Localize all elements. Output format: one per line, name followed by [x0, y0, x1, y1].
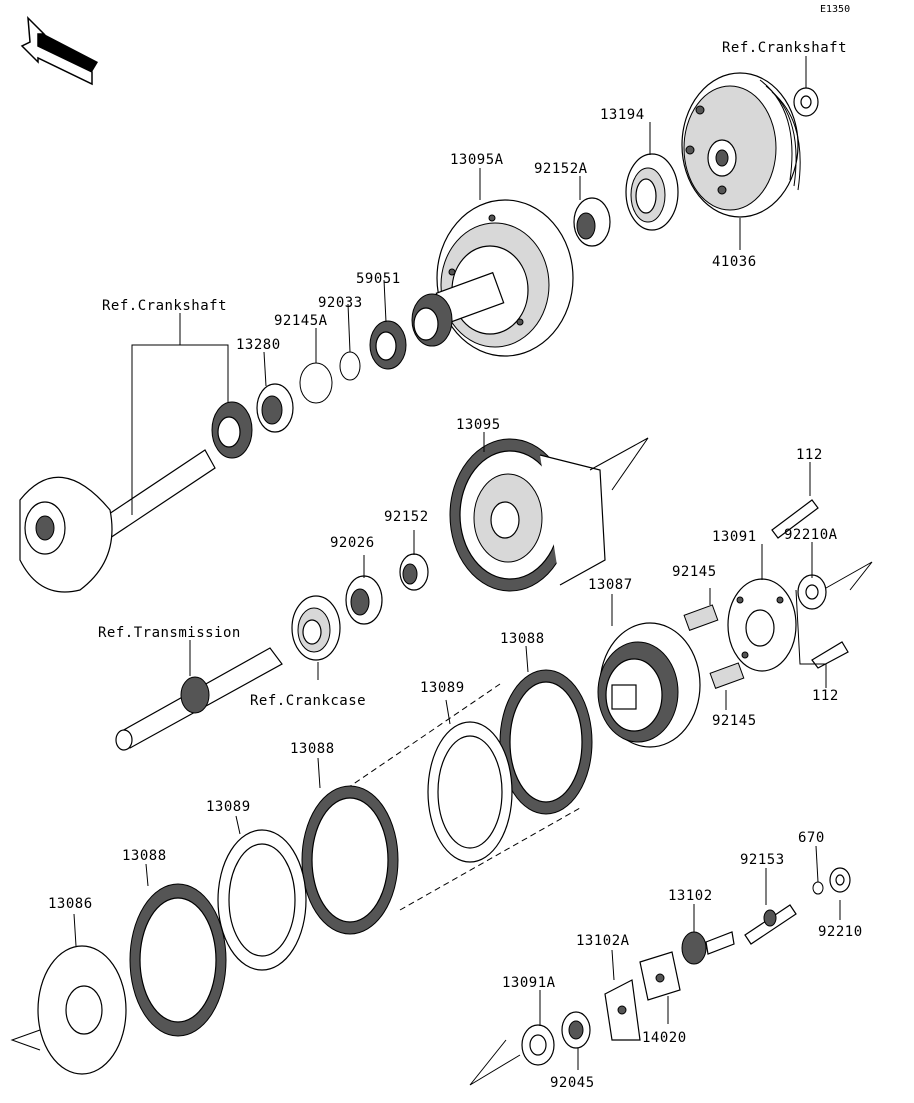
label-ref-crankshaft-left: Ref.Crankshaft: [102, 298, 227, 314]
label-92145A: 92145A: [274, 313, 328, 329]
part-13091A: [469, 1024, 555, 1086]
part-13095A: [435, 199, 574, 357]
part-gear-13095A: [411, 293, 453, 347]
part-crankshaft: [19, 449, 216, 593]
part-92145-bottom-spring: [709, 662, 745, 689]
plate-alignment-lines: [329, 683, 581, 911]
part-92145-top-spring: [683, 604, 719, 631]
part-13087: [597, 622, 701, 748]
part-transmission-shaft: [115, 647, 283, 751]
part-92026: [345, 575, 383, 625]
label-92026: 92026: [330, 535, 375, 551]
part-13086: [10, 945, 127, 1075]
part-92145A: [299, 362, 333, 404]
part-92152A: [573, 197, 611, 247]
label-92152A: 92152A: [534, 161, 588, 177]
part-13088-mid: [499, 669, 593, 815]
part-92153: [744, 904, 797, 945]
part-92152: [399, 553, 429, 591]
part-nut-crankshaft: [793, 87, 819, 117]
label-13095: 13095: [456, 417, 501, 433]
label-92210A: 92210A: [784, 527, 838, 543]
label-13089-left: 13089: [206, 799, 251, 815]
part-92033: [339, 351, 361, 381]
label-13091A: 13091A: [502, 975, 556, 991]
front-arrow-icon: FRONT: [20, 16, 98, 86]
part-13194: [625, 153, 679, 231]
part-13088-left: [301, 785, 399, 935]
label-13280: 13280: [236, 337, 281, 353]
label-92153: 92153: [740, 852, 785, 868]
label-ref-crankcase: Ref.Crankcase: [250, 693, 366, 709]
label-13088-left: 13088: [290, 741, 335, 757]
label-13194: 13194: [600, 107, 645, 123]
part-13091: [727, 578, 797, 672]
label-13102A: 13102A: [576, 933, 630, 949]
label-13089-mid: 13089: [420, 680, 465, 696]
label-92210: 92210: [818, 924, 863, 940]
label-13088-far: 13088: [122, 848, 167, 864]
label-13087: 13087: [588, 577, 633, 593]
label-ref-crankshaft-top: Ref.Crankshaft: [722, 40, 847, 56]
label-13086: 13086: [48, 896, 93, 912]
label-92152: 92152: [384, 509, 429, 525]
leader-lines: [73, 56, 841, 1070]
part-13280: [256, 383, 294, 433]
label-13095A: 13095A: [450, 152, 504, 168]
label-41036: 41036: [712, 254, 757, 270]
part-41036: [681, 72, 801, 218]
part-13102A: [604, 979, 641, 1041]
label-92145-bottom: 92145: [712, 713, 757, 729]
label-14020: 14020: [642, 1030, 687, 1046]
label-59051: 59051: [356, 271, 401, 287]
label-112-bottom: 112: [812, 688, 839, 704]
part-112-bottom-bolt: [811, 641, 849, 669]
label-13102: 13102: [668, 888, 713, 904]
part-670: [812, 881, 824, 895]
part-112-top-bolt: [771, 499, 819, 539]
label-13088-mid: 13088: [500, 631, 545, 647]
label-92145-top: 92145: [672, 564, 717, 580]
part-92210A: [797, 561, 873, 610]
part-13095: [449, 437, 649, 592]
label-13091: 13091: [712, 529, 757, 545]
part-92210: [829, 867, 851, 893]
label-92045: 92045: [550, 1075, 595, 1091]
part-13089-mid: [427, 721, 513, 863]
label-ref-transmission: Ref.Transmission: [98, 625, 241, 641]
diagram-code: E1350: [820, 4, 850, 15]
part-13102: [681, 931, 735, 965]
part-92045: [561, 1011, 591, 1049]
part-13089-left: [217, 829, 307, 971]
label-670: 670: [798, 830, 825, 846]
part-59051: [369, 320, 407, 370]
part-bearing-crankcase: [291, 595, 341, 661]
part-crank-gear: [211, 401, 253, 459]
label-112-top: 112: [796, 447, 823, 463]
part-14020: [639, 951, 681, 1001]
label-92033: 92033: [318, 295, 363, 311]
part-13088-far: [129, 883, 227, 1037]
